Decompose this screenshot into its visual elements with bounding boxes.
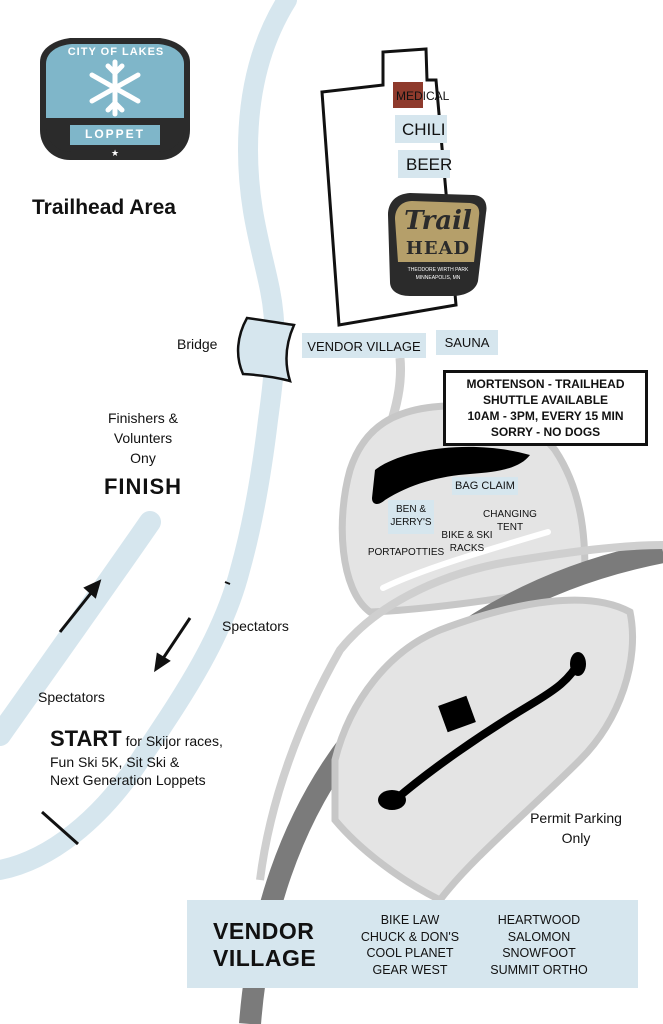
vendor-list-item: SALOMON	[507, 929, 571, 944]
start-line-3: Next Generation Loppets	[50, 772, 206, 788]
arrow-down-left	[154, 617, 192, 673]
shuttle-line-2: SHUTTLE AVAILABLE	[482, 393, 609, 407]
changing-tent-line-2: TENT	[496, 522, 524, 533]
bike-ski-racks-line-1: BIKE & SKI	[441, 530, 493, 541]
permit-parking-line-1: Permit Parking	[530, 810, 622, 826]
finishers-line-2: Volunters	[113, 430, 173, 446]
vendor-list-item: SUMMIT ORTHO	[490, 962, 588, 977]
finishers-line-1: Finishers &	[107, 410, 179, 426]
trailhead-logo	[388, 193, 487, 296]
spectators-label-1: Spectators	[222, 618, 289, 634]
snowflake-icon	[89, 59, 141, 117]
portapotties-label: PORTAPOTTIES	[367, 547, 445, 558]
ben-jerrys-line-2: JERRY'S	[390, 517, 432, 528]
spectators-label-2: Spectators	[38, 689, 105, 705]
bridge	[236, 316, 296, 383]
finishers-line-3: Ony	[130, 450, 156, 466]
logo-star-icon: ★	[110, 148, 120, 158]
trailhead-logo-line1: Trail	[404, 206, 472, 236]
lower-lot	[331, 596, 637, 905]
bike-ski-racks-line-2: RACKS	[449, 543, 485, 554]
permit-parking-line-2: Only	[561, 830, 591, 846]
vendor-col-2: HEARTWOOD SALOMON SNOWFOOT SUMMIT ORTHO	[483, 912, 595, 978]
vendor-list-item: GEAR WEST	[372, 962, 448, 977]
shuttle-line-1: MORTENSON - TRAILHEAD	[466, 377, 625, 391]
loppet-logo	[40, 38, 190, 160]
bag-claim-label: BAG CLAIM	[455, 480, 515, 492]
medical-marker	[393, 82, 423, 108]
chili-label: CHILI	[402, 120, 446, 139]
vendor-list-item: BIKE LAW	[380, 913, 440, 927]
secondary-trail	[0, 511, 161, 746]
shuttle-line-4: SORRY - NO DOGS	[490, 425, 601, 439]
beer-label: BEER	[406, 155, 453, 174]
vendor-list-item: COOL PLANET	[366, 946, 454, 960]
start-line-2: Fun Ski 5K, Sit Ski &	[50, 754, 180, 770]
start-bold: START	[50, 726, 122, 751]
ben-jerrys-line-1: BEN &	[395, 504, 426, 515]
changing-tent-line-1: CHANGING	[483, 509, 537, 520]
vendor-village-title-2: VILLAGE	[213, 945, 317, 971]
trailhead-logo-line2: HEAD	[405, 238, 471, 259]
bridge-label: Bridge	[177, 336, 218, 352]
start-line	[41, 810, 79, 846]
sauna-label: SAUNA	[444, 335, 490, 350]
shuttle-line-3: 10AM - 3PM, EVERY 15 MIN	[467, 409, 624, 423]
finish-label: FINISH	[103, 474, 183, 499]
start-rest: for Skijor races,	[121, 733, 223, 749]
main-trail	[0, 0, 297, 880]
vendor-village-panel: VENDOR VILLAGE BIKE LAW CHUCK & DON'S CO…	[187, 900, 638, 988]
start-line-1: START for Skijor races,	[50, 726, 223, 752]
tent-area	[372, 446, 530, 504]
logo-arc-text: CITY OF LAKES	[67, 46, 165, 58]
shuttle-info-box: MORTENSON - TRAILHEAD SHUTTLE AVAILABLE …	[443, 370, 648, 446]
trailhead-logo-sub2: MINNEAPOLIS, MN	[415, 275, 461, 281]
vendor-list-item: CHUCK & DON'S	[360, 929, 460, 944]
logo-banner-text: LOPPET	[84, 127, 145, 141]
vendor-col-1: BIKE LAW CHUCK & DON'S COOL PLANET GEAR …	[355, 912, 465, 978]
arrow-up-right	[58, 579, 102, 633]
vendor-list-item: SNOWFOOT	[502, 946, 576, 960]
page-title: Trailhead Area	[32, 196, 176, 219]
trailhead-logo-sub1: THEODORE WIRTH PARK	[407, 267, 469, 273]
medical-label: MEDICAL	[396, 89, 450, 103]
light-road	[256, 541, 663, 881]
vendor-village-title-1: VENDOR	[213, 918, 315, 944]
vendor-list-item: HEARTWOOD	[497, 913, 581, 927]
vendor-village-small-label: VENDOR VILLAGE	[307, 339, 421, 354]
